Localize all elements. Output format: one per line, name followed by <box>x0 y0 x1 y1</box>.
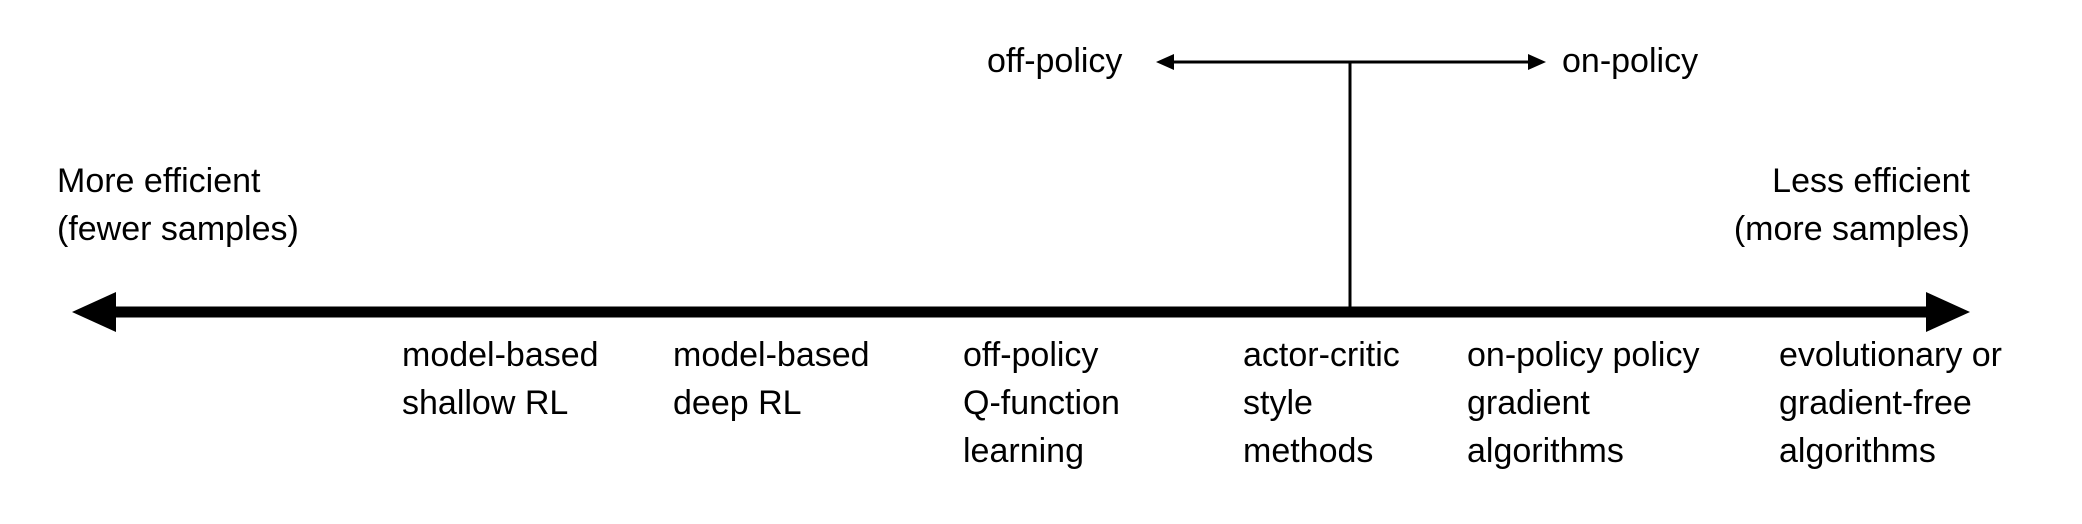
policy-right-arrowhead <box>1528 54 1546 70</box>
method-line: model-based <box>402 336 599 374</box>
off-policy-label: off-policy <box>987 42 1123 80</box>
axis-right-arrowhead <box>1926 292 1970 332</box>
method-line: model-based <box>673 336 870 374</box>
method-actor-critic: actor-critic style methods <box>1243 331 1400 475</box>
method-line: gradient-free <box>1779 384 1972 422</box>
method-off-policy-q-learning: off-policy Q-function learning <box>963 331 1120 475</box>
method-line: gradient <box>1467 384 1590 422</box>
method-line: learning <box>963 432 1084 470</box>
method-line: actor-critic <box>1243 336 1400 374</box>
method-line: deep RL <box>673 384 802 422</box>
less-efficient-label: Less efficient (more samples) <box>1650 157 1970 253</box>
method-evolutionary-gradient-free: evolutionary or gradient-free algorithms <box>1779 331 2002 475</box>
method-model-based-shallow-rl: model-based shallow RL <box>402 331 599 427</box>
method-line: Q-function <box>963 384 1120 422</box>
method-model-based-deep-rl: model-based deep RL <box>673 331 870 427</box>
method-line: on-policy policy <box>1467 336 1700 374</box>
more-efficient-line-1: More efficient <box>57 162 261 200</box>
method-line: shallow RL <box>402 384 569 422</box>
method-line: algorithms <box>1779 432 1936 470</box>
policy-left-arrowhead <box>1156 54 1174 70</box>
method-on-policy-policy-gradient: on-policy policy gradient algorithms <box>1467 331 1699 475</box>
more-efficient-label: More efficient (fewer samples) <box>57 157 299 253</box>
on-policy-label: on-policy <box>1562 42 1699 80</box>
method-line: style <box>1243 384 1313 422</box>
less-efficient-line-1: Less efficient <box>1772 162 1970 200</box>
method-line: evolutionary or <box>1779 336 2003 374</box>
method-line: methods <box>1243 432 1374 470</box>
method-line: off-policy <box>963 336 1099 374</box>
axis-left-arrowhead <box>72 292 116 332</box>
less-efficient-line-2: (more samples) <box>1733 210 1970 248</box>
method-line: algorithms <box>1467 432 1624 470</box>
more-efficient-line-2: (fewer samples) <box>57 210 299 248</box>
